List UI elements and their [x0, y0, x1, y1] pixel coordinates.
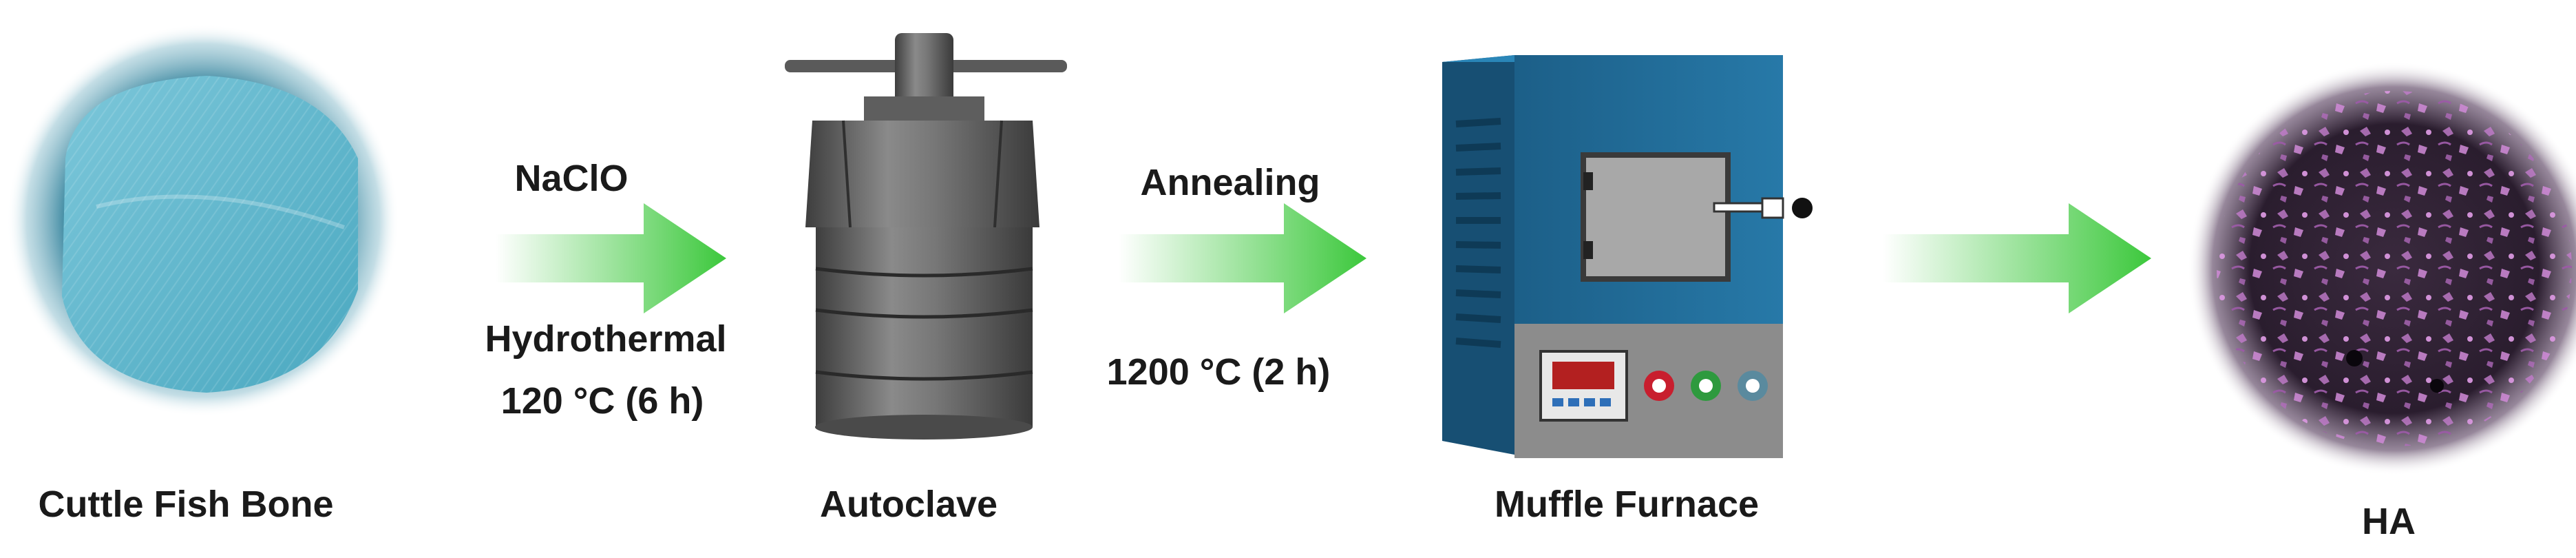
step-1-reagent-label: NaClO: [514, 158, 629, 199]
autoclave-icon: [785, 33, 1067, 440]
stage-label-muffle-furnace: Muffle Furnace: [1494, 484, 1760, 525]
cuttlefish-bone-image: [7, 24, 399, 417]
process-arrow-2: [1119, 203, 1366, 313]
stage-label-cuttlefish-bone: Cuttle Fish Bone: [38, 484, 334, 525]
step-1-condition-label: 120 °C (6 h): [500, 380, 704, 422]
hydroxyapatite-micrograph-image: [2188, 62, 2576, 475]
step-2-condition-label: 1200 °C (2 h): [1106, 351, 1331, 393]
stage-label-ha: HA: [2362, 501, 2416, 542]
step-2-process-label: Annealing: [1140, 162, 1320, 203]
process-arrow-3: [1883, 203, 2151, 313]
stage-label-autoclave: Autoclave: [819, 484, 998, 525]
muffle-furnace-icon: [1442, 55, 1813, 458]
step-1-method-label: Hydrothermal: [485, 318, 727, 360]
process-arrow-1: [496, 203, 726, 313]
